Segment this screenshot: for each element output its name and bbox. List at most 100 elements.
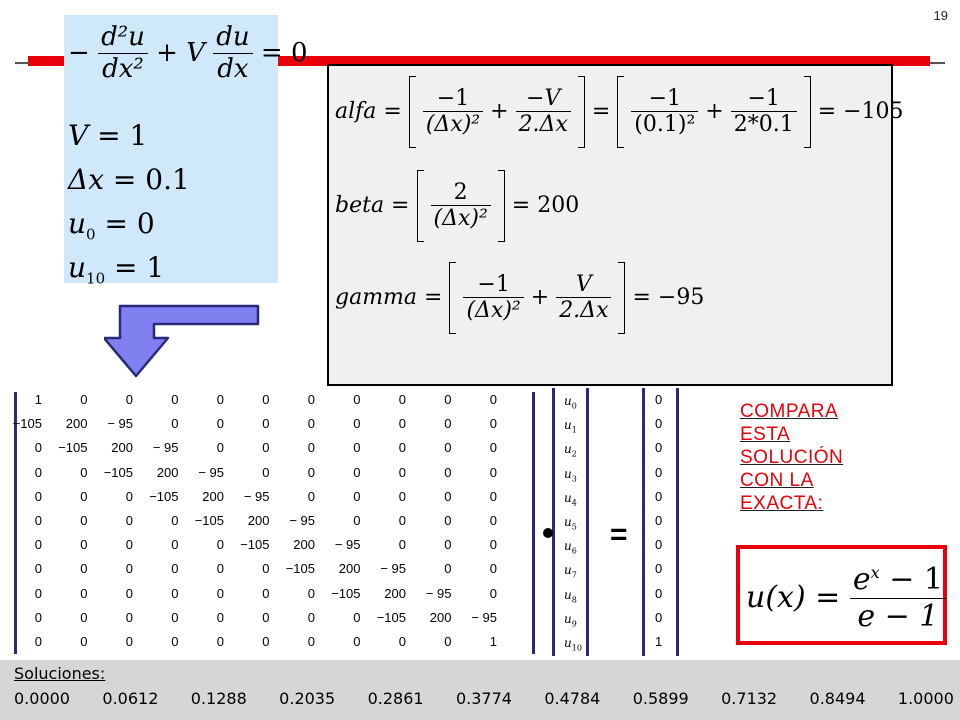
accent-bar-right	[278, 56, 930, 66]
matrix-cell: 0	[171, 513, 179, 528]
unknown-entry: u0	[564, 394, 577, 410]
unknown-symbol: u	[564, 490, 572, 505]
matrix-cell: 200	[156, 464, 179, 480]
unknowns-right-bar	[586, 388, 589, 656]
unknown-index: 6	[571, 546, 577, 556]
matrix-cell: 0	[216, 440, 224, 456]
matrix-cell: − 95	[152, 440, 179, 456]
accent-bar-left	[28, 56, 64, 66]
u10-value: = 1	[114, 251, 165, 284]
matrix-cell: 0	[80, 585, 88, 601]
matrix-cell: 0	[489, 513, 497, 528]
matrix-cell: 0	[444, 392, 452, 407]
matrix-cell: 0	[353, 488, 361, 504]
gamma-result: = −95	[632, 285, 705, 310]
matrix-cell: 0	[216, 392, 224, 407]
matrix-cell: 0	[80, 513, 88, 528]
matrix-cell: −105	[376, 609, 406, 625]
matrix-cell: 0	[125, 513, 133, 528]
rhs-entry: 0	[655, 585, 663, 601]
gamma-d1: (Δx)²	[466, 297, 521, 323]
matrix-cell: 200	[65, 416, 88, 432]
matrix-cell: 0	[80, 392, 88, 407]
solution-value: 0.0612	[102, 689, 159, 708]
matrix-cell: 0	[125, 392, 133, 407]
matrix-cell: 200	[202, 488, 224, 504]
matrix-cell: − 95	[243, 488, 270, 504]
matrix-cell: −105	[103, 464, 133, 480]
u10-symbol: u	[68, 251, 87, 284]
matrix-cell: 0	[307, 440, 315, 456]
matrix-cell: 0	[307, 585, 315, 601]
matrix-cell: 200	[338, 561, 361, 577]
matrix-cell: −105	[12, 416, 42, 432]
unknown-entry: u10	[564, 636, 582, 652]
rhs-entry: 0	[655, 488, 663, 504]
matrix-cell: 0	[444, 416, 452, 432]
unknown-symbol: u	[564, 587, 572, 602]
rhs-entry: 0	[655, 513, 663, 528]
rhs-entry: 0	[655, 561, 663, 577]
matrix-cell: 0	[34, 537, 42, 553]
matrix-cell: 0	[353, 464, 361, 480]
v-symbol: V	[68, 119, 89, 152]
matrix-left-bar	[14, 392, 17, 654]
matrix-cell: 0	[171, 634, 179, 649]
solution-value: 0.5899	[632, 689, 689, 708]
matrix-cell: 0	[262, 464, 270, 480]
unknown-index: 3	[571, 473, 577, 483]
matrix-cell: 0	[34, 440, 42, 456]
matrix-cell: 1	[489, 634, 497, 649]
matrix-cell: 0	[262, 585, 270, 601]
unknown-entry: u4	[564, 491, 577, 507]
rhs-left-bar	[642, 388, 645, 656]
beta-label: beta =	[335, 193, 410, 218]
matrix-cell: 200	[429, 609, 452, 625]
gamma-n2: V	[556, 272, 612, 298]
unknown-entry: u2	[564, 442, 577, 458]
compare-line: COMPARA	[740, 401, 839, 422]
matrix-cell: 0	[307, 416, 315, 432]
matrix-cell: 0	[444, 440, 452, 456]
matrix-cell: 0	[125, 634, 133, 649]
unknown-index: 2	[571, 449, 577, 459]
matrix-cell: 0	[398, 537, 406, 553]
unknown-symbol: u	[564, 636, 572, 650]
rhs-entry: 0	[655, 416, 663, 432]
ode-eq-zero: = 0	[260, 38, 308, 69]
matrix-cell: 0	[216, 537, 224, 553]
matrix-cell: 0	[307, 488, 315, 504]
unknown-entry: u1	[564, 418, 577, 434]
u10-subscript: 10	[86, 269, 106, 288]
matrix-cell: − 95	[334, 537, 361, 553]
matrix-cell: −105	[285, 561, 315, 577]
multiplication-dot	[543, 528, 553, 538]
ode-d2u: d²u	[98, 22, 148, 54]
solution-value: 0.3774	[455, 689, 512, 708]
unknown-symbol: u	[564, 418, 572, 433]
matrix-cell: 0	[80, 537, 88, 553]
alfa-n4: −1	[730, 86, 797, 112]
ode-dx2: dx²	[102, 53, 144, 84]
exact-num-base: e	[852, 562, 871, 597]
u0-symbol: u	[68, 207, 87, 240]
matrix-cell: 0	[262, 561, 270, 577]
matrix-cell: 0	[34, 561, 42, 577]
matrix-cell: 0	[80, 464, 88, 480]
exact-lhs: u(x) =	[746, 579, 841, 615]
matrix-cell: − 95	[289, 513, 315, 528]
exact-formula: u(x) = ex − 1 e − 1	[746, 562, 946, 635]
matrix-right-bar	[532, 392, 535, 654]
matrix-cell: 0	[262, 609, 270, 625]
unknown-index: 7	[571, 570, 577, 580]
matrix-cell: 0	[216, 634, 224, 649]
matrix-cell: 0	[171, 392, 179, 407]
alfa-d3: (0.1)²	[634, 111, 696, 137]
solution-value: 0.1288	[190, 689, 247, 708]
alfa-label: alfa =	[335, 99, 402, 124]
matrix-cell: 0	[398, 488, 406, 504]
solution-value: 0.8494	[809, 689, 866, 708]
